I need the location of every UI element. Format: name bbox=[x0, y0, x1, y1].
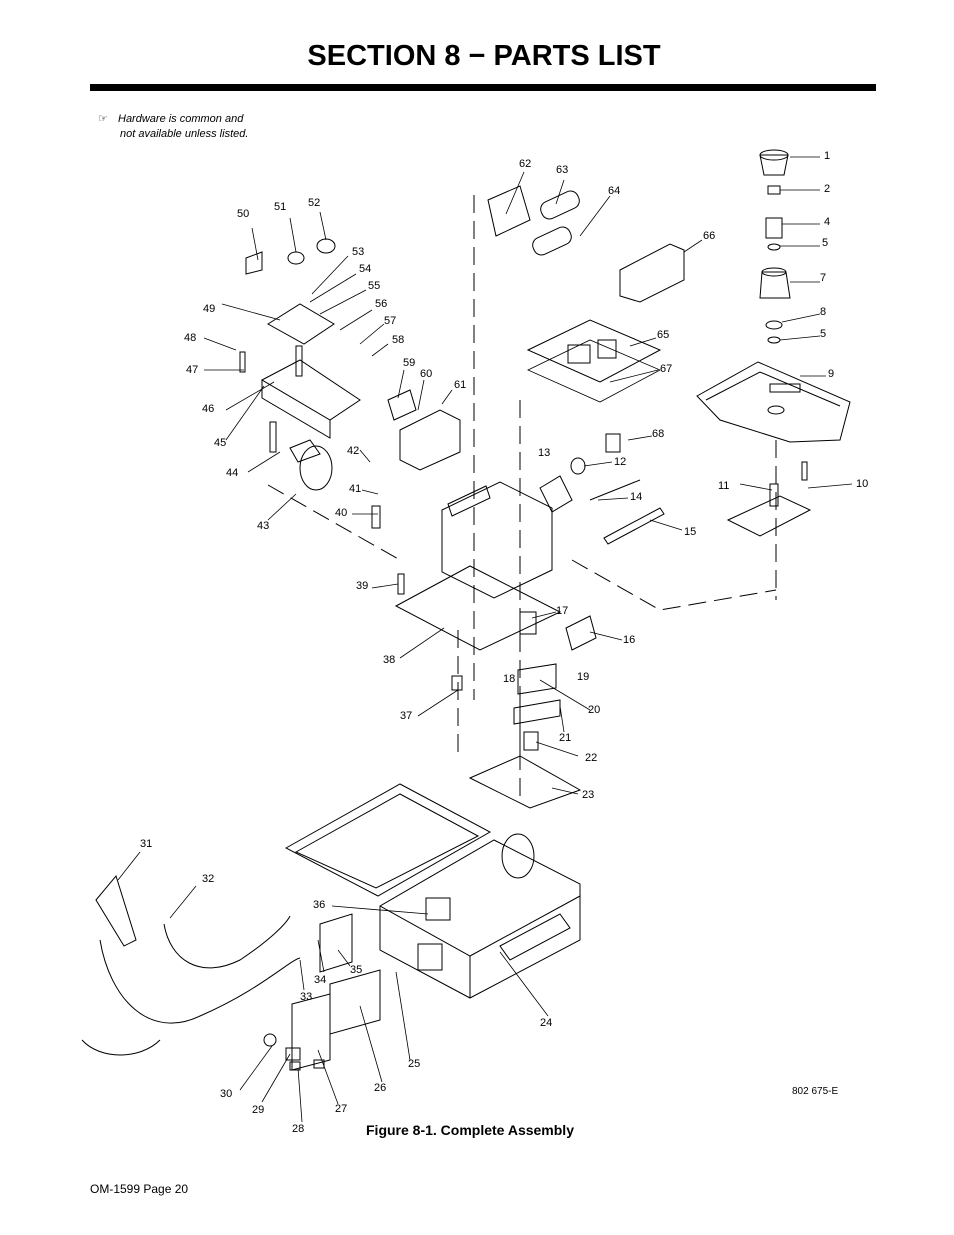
cables-and-clamp bbox=[81, 874, 301, 1056]
callout-65: 65 bbox=[657, 329, 670, 341]
callout-15: 15 bbox=[684, 526, 697, 538]
callout-17: 17 bbox=[556, 605, 569, 617]
carrying-case bbox=[284, 783, 581, 999]
callout-35: 35 bbox=[350, 964, 363, 976]
callout-48: 48 bbox=[184, 332, 197, 344]
callout-67: 67 bbox=[660, 363, 673, 375]
figure-caption: Figure 8-1. Complete Assembly bbox=[366, 1122, 574, 1138]
callout-31: 31 bbox=[140, 838, 153, 850]
callout-34: 34 bbox=[314, 974, 327, 986]
callout-12: 12 bbox=[614, 456, 627, 468]
callout-33: 33 bbox=[300, 991, 313, 1003]
callout-36: 36 bbox=[313, 899, 326, 911]
note-line-1: Hardware is common and bbox=[118, 113, 244, 125]
callout-16: 16 bbox=[623, 634, 636, 646]
callout-29: 29 bbox=[252, 1104, 265, 1116]
callout-26: 26 bbox=[374, 1082, 387, 1094]
callout-18: 18 bbox=[503, 673, 516, 685]
callout-7: 7 bbox=[820, 272, 827, 284]
callout-19: 19 bbox=[577, 671, 590, 683]
callout-22: 22 bbox=[585, 752, 598, 764]
drawing-number: 802 675-E bbox=[792, 1086, 839, 1097]
callout-4: 4 bbox=[824, 216, 831, 228]
callout-68: 68 bbox=[652, 428, 665, 440]
callout-32: 32 bbox=[202, 873, 215, 885]
callout-28: 28 bbox=[292, 1123, 305, 1135]
callout-30: 30 bbox=[220, 1088, 233, 1100]
callout-61: 61 bbox=[454, 379, 467, 391]
fitting-stack bbox=[759, 149, 791, 344]
callout-5b: 5 bbox=[820, 328, 827, 340]
callout-23: 23 bbox=[582, 789, 595, 801]
assembly-dash-lines bbox=[267, 195, 777, 800]
callout-66: 66 bbox=[703, 230, 716, 242]
callout-39: 39 bbox=[356, 580, 369, 592]
callout-40: 40 bbox=[335, 507, 348, 519]
callout-14: 14 bbox=[630, 491, 643, 503]
callout-52: 52 bbox=[308, 197, 321, 209]
callout-10: 10 bbox=[856, 478, 869, 490]
callout-11: 11 bbox=[718, 480, 730, 492]
note-line-2: not available unless listed. bbox=[120, 128, 249, 140]
mounting-bracket bbox=[726, 461, 812, 537]
callout-44: 44 bbox=[226, 467, 239, 479]
callout-25: 25 bbox=[408, 1058, 421, 1070]
pointing-hand-icon: ☞ bbox=[98, 113, 108, 125]
motor-gear-assembly bbox=[239, 238, 361, 491]
page-footer: OM-1599 Page 20 bbox=[90, 1182, 189, 1196]
callout-63: 63 bbox=[556, 164, 569, 176]
page-title: SECTION 8 − PARTS LIST bbox=[307, 40, 661, 72]
relay-transformer bbox=[387, 389, 461, 471]
callout-21: 21 bbox=[559, 732, 572, 744]
capacitors bbox=[487, 185, 580, 256]
callout-38: 38 bbox=[383, 654, 396, 666]
callout-2: 2 bbox=[824, 183, 831, 195]
base-tray bbox=[696, 361, 851, 443]
hardware-note: ☞ Hardware is common and not available un… bbox=[98, 112, 248, 142]
callout-27: 27 bbox=[335, 1103, 348, 1115]
callout-43: 43 bbox=[257, 520, 270, 532]
callout-41: 41 bbox=[349, 483, 362, 495]
callout-1: 1 bbox=[824, 150, 831, 162]
callout-51: 51 bbox=[274, 201, 287, 213]
hose-fittings bbox=[539, 433, 665, 545]
callout-13: 13 bbox=[538, 447, 551, 459]
screw-37 bbox=[451, 675, 463, 691]
callout-37: 37 bbox=[400, 710, 413, 722]
callout-60: 60 bbox=[420, 368, 433, 380]
callout-8: 8 bbox=[820, 306, 827, 318]
callout-54: 54 bbox=[359, 263, 372, 275]
callout-58: 58 bbox=[392, 334, 405, 346]
title-rule bbox=[90, 84, 876, 91]
callout-49: 49 bbox=[203, 303, 216, 315]
terminal-blocks bbox=[468, 611, 597, 809]
callout-42: 42 bbox=[347, 445, 360, 457]
callout-9: 9 bbox=[828, 368, 835, 380]
callout-5: 5 bbox=[822, 237, 829, 249]
callout-46: 46 bbox=[202, 403, 215, 415]
callout-20: 20 bbox=[588, 704, 601, 716]
callout-24: 24 bbox=[540, 1017, 553, 1029]
callout-56: 56 bbox=[375, 298, 388, 310]
callout-62: 62 bbox=[519, 158, 532, 170]
knobs-and-nuts bbox=[263, 1033, 325, 1071]
callout-53: 53 bbox=[352, 246, 365, 258]
chassis-plate bbox=[371, 481, 562, 651]
leader-lines bbox=[117, 156, 853, 1123]
callout-47: 47 bbox=[186, 364, 199, 376]
circuit-board-assembly bbox=[526, 319, 662, 403]
callout-64: 64 bbox=[608, 185, 621, 197]
callout-59: 59 bbox=[403, 357, 416, 369]
callout-50: 50 bbox=[237, 208, 250, 220]
cover-plate bbox=[619, 243, 685, 303]
callout-55: 55 bbox=[368, 280, 381, 292]
callout-45: 45 bbox=[214, 437, 227, 449]
callout-57: 57 bbox=[384, 315, 397, 327]
